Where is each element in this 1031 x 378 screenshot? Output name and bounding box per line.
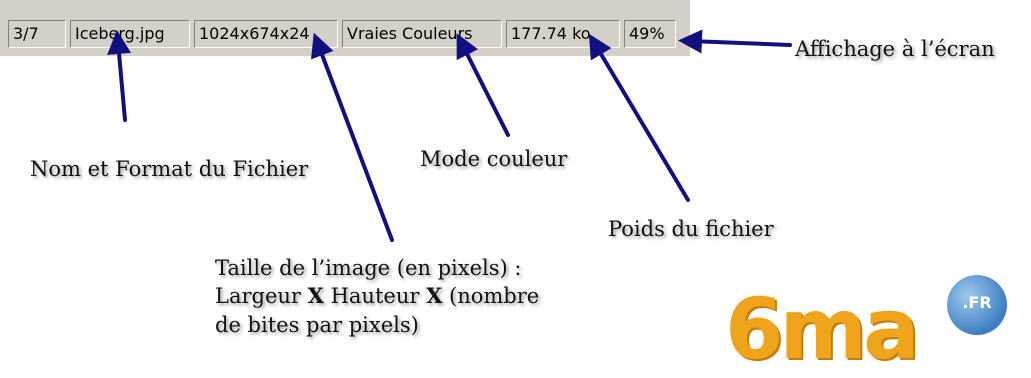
annotation-arrows [107,29,792,242]
site-logo: 6ma .FR [725,275,1015,371]
caption-image-size: Taille de l’image (en pixels) : Largeur … [215,254,539,339]
caption-x: X [426,283,443,309]
logo-badge: .FR [947,275,1007,335]
caption-image-size-line2: Largeur X Hauteur X (nombre [215,282,539,310]
caption-text: Largeur [215,284,308,309]
caption-image-size-line1: Taille de l’image (en pixels) : [215,256,522,280]
arrow-zoom [678,29,792,54]
caption-image-size-line3: de bites par pixels) [215,312,419,337]
caption-screen-display: Affichage à l’écran [795,37,995,61]
caption-text: (nombre [442,284,540,309]
caption-x: X [307,283,324,309]
caption-color-mode: Mode couleur [420,147,568,171]
status-panel-dimensions: 1024x674x24 [194,20,338,48]
caption-text: Hauteur [323,284,427,309]
logo-text: 6ma [725,280,920,378]
arrow-dimensions [311,32,394,242]
arrow-color-mode [456,33,510,137]
arrow-filename [107,30,132,122]
status-panel-file-size: 177.74 ko [506,20,620,48]
arrow-file-size [588,33,690,202]
status-panel-zoom: 49% [624,20,676,48]
caption-file-size: Poids du fichier [608,217,774,241]
status-panel-image-index: 3/7 [8,20,66,48]
status-panel-color-mode: Vraies Couleurs [342,20,502,48]
caption-file-name-format: Nom et Format du Fichier [30,157,309,181]
